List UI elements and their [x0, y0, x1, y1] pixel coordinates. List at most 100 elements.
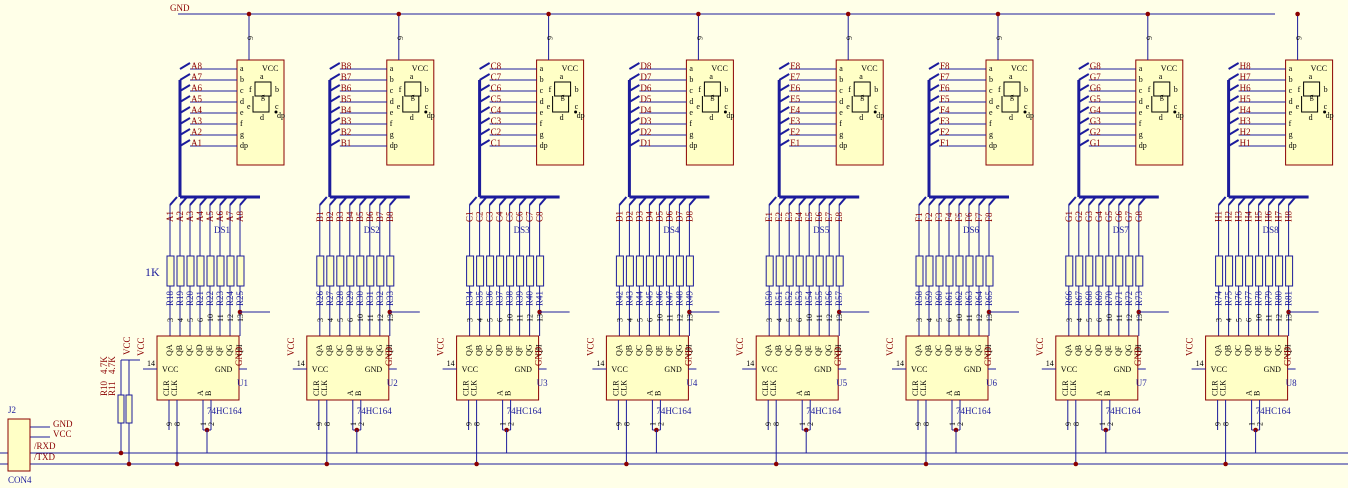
- segment-net-label: D2: [640, 127, 651, 137]
- resistor-net-label: F3: [934, 212, 944, 222]
- bus-entry: [688, 196, 698, 206]
- bus-entry: [239, 196, 248, 206]
- ic-bottom-pin-number: 1: [1098, 422, 1107, 426]
- glyph-seg-a: a: [709, 72, 713, 81]
- bus-entry: [209, 196, 218, 206]
- ic-bottom-pin-number: 8: [323, 422, 332, 426]
- resistor-designator: R25: [235, 290, 245, 306]
- glyph-seg-g: g: [1010, 92, 1014, 101]
- resistor-body: [915, 255, 924, 287]
- resistor-net-label: F4: [944, 212, 954, 222]
- glyph-seg-c: c: [275, 102, 279, 111]
- resistor-net-label: A2: [175, 211, 185, 222]
- resistor-net-label: D5: [654, 211, 664, 222]
- bus-entry: [518, 196, 528, 206]
- resistor-net-label: H5: [1254, 211, 1264, 222]
- bus-entry: [468, 196, 478, 206]
- bus-entry: [329, 117, 341, 125]
- ic-output-pin-number: 3: [1215, 318, 1224, 322]
- ic-clr-label: CLR: [761, 380, 770, 396]
- junction-dot: [474, 461, 479, 467]
- gnd-top-label: GND: [170, 3, 190, 13]
- resistor-designator: R55: [814, 290, 824, 306]
- resistor-body: [985, 255, 994, 287]
- display-common-pin-number: 9: [995, 36, 1004, 40]
- ic-output-pin-name: QG: [375, 344, 384, 356]
- pullup-resistor-body: [117, 394, 125, 424]
- segment-net-label: D5: [640, 94, 651, 104]
- ic-output-pin-name: QA: [914, 344, 923, 356]
- resistor-designator: R69: [1094, 290, 1104, 306]
- resistor-body: [795, 255, 804, 287]
- ic-vcc-pin-number: 14: [147, 359, 155, 368]
- ic-bottom-pin-number: 2: [656, 422, 665, 426]
- ic-output-pin-number: 13: [1285, 314, 1294, 322]
- ic-output-pin-number: 10: [655, 314, 664, 322]
- ic-output-pin-number: 6: [1095, 318, 1104, 322]
- segment-net-label: G4: [1090, 105, 1101, 115]
- ic-output-pin-number: 6: [945, 318, 954, 322]
- resistor-body: [1125, 255, 1134, 287]
- ic-b-label: B: [953, 391, 962, 396]
- bus-entry: [1078, 84, 1090, 92]
- segment-net-label: D3: [640, 116, 651, 126]
- shift-register-ic-2: [306, 335, 390, 401]
- connector-designator: J2: [8, 405, 16, 415]
- glyph-seg-c: c: [1024, 102, 1028, 111]
- ic-b-label: B: [1103, 391, 1112, 396]
- junction-dot: [624, 461, 629, 467]
- glyph-seg-f: f: [1148, 85, 1151, 94]
- bus-entry: [389, 196, 398, 206]
- resistor-designator: R58: [914, 290, 924, 306]
- resistor-net-label: E4: [794, 212, 804, 222]
- ic-designator: U1: [237, 378, 248, 388]
- junction-dot: [546, 11, 551, 17]
- segment-net-label: E7: [790, 72, 800, 82]
- resistor-body: [925, 255, 934, 287]
- ic-output-pin-name: QH: [385, 344, 394, 356]
- bus-entry: [808, 196, 817, 206]
- segment-net-label: F4: [940, 105, 950, 115]
- resistor-net-label: G2: [1074, 211, 1084, 222]
- resistor-designator: R38: [505, 290, 515, 306]
- resistor-body: [815, 255, 824, 287]
- ic-output-pin-name: QH: [834, 344, 843, 356]
- resistor-body: [316, 255, 325, 287]
- display-pin-b: b: [540, 75, 544, 84]
- segment-glyph: [552, 81, 572, 113]
- bus-entry: [479, 106, 491, 114]
- ic-output-pin-number: 12: [675, 314, 684, 322]
- bus-entry: [1228, 117, 1240, 125]
- bus-entry: [179, 117, 191, 125]
- resistor-net-label: E3: [784, 212, 794, 222]
- ic-output-pin-name: QB: [1224, 345, 1233, 356]
- ic-output-pin-name: QF: [1114, 345, 1123, 356]
- shift-register-ic-6: [905, 335, 989, 401]
- resistor-designator: R26: [315, 290, 325, 306]
- resistor-net-label: B3: [335, 211, 345, 222]
- display-pin-b: b: [1139, 75, 1143, 84]
- glyph-seg-e: e: [547, 102, 551, 111]
- ic-bottom-pin-number: 8: [772, 422, 781, 426]
- ic-vcc-label: VCC: [162, 365, 178, 374]
- resistor-net-label: D6: [664, 211, 674, 222]
- bus-entry: [329, 73, 341, 81]
- resistor-body: [975, 255, 984, 287]
- bus-entry: [1228, 128, 1240, 136]
- display-pin-a: a: [1139, 64, 1143, 73]
- glyph-seg-c: c: [1324, 102, 1328, 111]
- ic-output-pin-number: 5: [186, 318, 195, 322]
- ic-output-pin-number: 3: [615, 318, 624, 322]
- resistor-body: [645, 255, 654, 287]
- glyph-seg-g: g: [710, 92, 714, 101]
- ic-output-pin-name: QH: [1284, 344, 1293, 356]
- shift-register-ic-5: [755, 335, 839, 401]
- junction-dot: [246, 11, 252, 17]
- ic-gnd-label: GND: [1114, 365, 1132, 374]
- ic-bottom-pin-number: 8: [173, 422, 182, 426]
- ic-bottom-pin-number: 8: [622, 422, 631, 426]
- digit-unit-4: VCCaD8bD7cD6dD5eD4fD3gD2dpD1abcdefgdpDS4…: [585, 11, 734, 467]
- resistor-designator: R80: [1274, 290, 1284, 306]
- display-designator: DS7: [1113, 225, 1130, 235]
